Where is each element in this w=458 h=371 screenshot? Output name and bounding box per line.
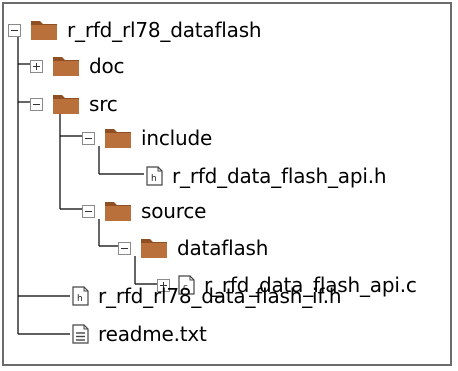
tree-node-label: readme.txt — [98, 322, 207, 346]
expand-toggle-icon[interactable] — [157, 278, 170, 292]
folder-icon — [105, 202, 131, 221]
svg-text:h: h — [77, 294, 83, 304]
tree-node-label: doc — [89, 54, 125, 78]
tree-node-include[interactable]: include — [82, 123, 212, 153]
tree-node-source[interactable]: source — [82, 196, 206, 226]
tree-connector-lines — [17, 34, 157, 335]
tree-node-label: include — [141, 126, 213, 150]
tree-node-dataflash-file[interactable]: c r_rfd_data_flash_api.c — [157, 270, 417, 300]
tree-node-include-file[interactable]: h r_rfd_data_flash_api.h — [146, 161, 387, 191]
header-file-icon: h — [146, 166, 163, 186]
tree-node-label: r_rfd_rl78_dataflash — [67, 18, 262, 42]
folder-icon — [53, 57, 79, 76]
tree-node-label: r_rfd_data_flash_api.c — [204, 273, 417, 297]
tree-node-label: r_rfd_rl78_data_flash_if.h — [98, 284, 342, 308]
tree-node-label: src — [89, 92, 118, 116]
folder-icon — [53, 95, 79, 114]
collapse-toggle-icon[interactable] — [30, 97, 43, 111]
tree-node-label: source — [141, 199, 207, 223]
tree-node-root[interactable]: r_rfd_rl78_dataflash — [8, 15, 262, 45]
collapse-toggle-icon[interactable] — [82, 131, 95, 145]
tree-node-src[interactable]: src — [30, 89, 118, 119]
collapse-toggle-icon[interactable] — [8, 23, 21, 37]
text-file-icon — [72, 324, 89, 344]
tree-node-label: r_rfd_data_flash_api.h — [172, 164, 387, 188]
tree-node-label: dataflash — [177, 236, 269, 260]
svg-text:h: h — [151, 174, 157, 184]
tree-node-if-file[interactable]: h r_rfd_rl78_data_flash_if.h — [72, 281, 342, 311]
collapse-toggle-icon[interactable] — [118, 241, 131, 255]
tree-node-dataflash[interactable]: dataflash — [118, 233, 268, 263]
c-file-icon: c — [178, 275, 195, 295]
folder-icon — [105, 129, 131, 148]
file-tree-panel: r_rfd_rl78_dataflash doc src include — [2, 2, 452, 366]
tree-node-readme[interactable]: readme.txt — [72, 319, 207, 349]
tree-node-doc[interactable]: doc — [30, 51, 125, 81]
folder-icon — [31, 21, 57, 40]
expand-toggle-icon[interactable] — [30, 59, 43, 73]
folder-icon — [141, 239, 167, 258]
collapse-toggle-icon[interactable] — [82, 204, 95, 218]
header-file-icon: h — [72, 286, 89, 306]
svg-text:c: c — [183, 283, 188, 293]
